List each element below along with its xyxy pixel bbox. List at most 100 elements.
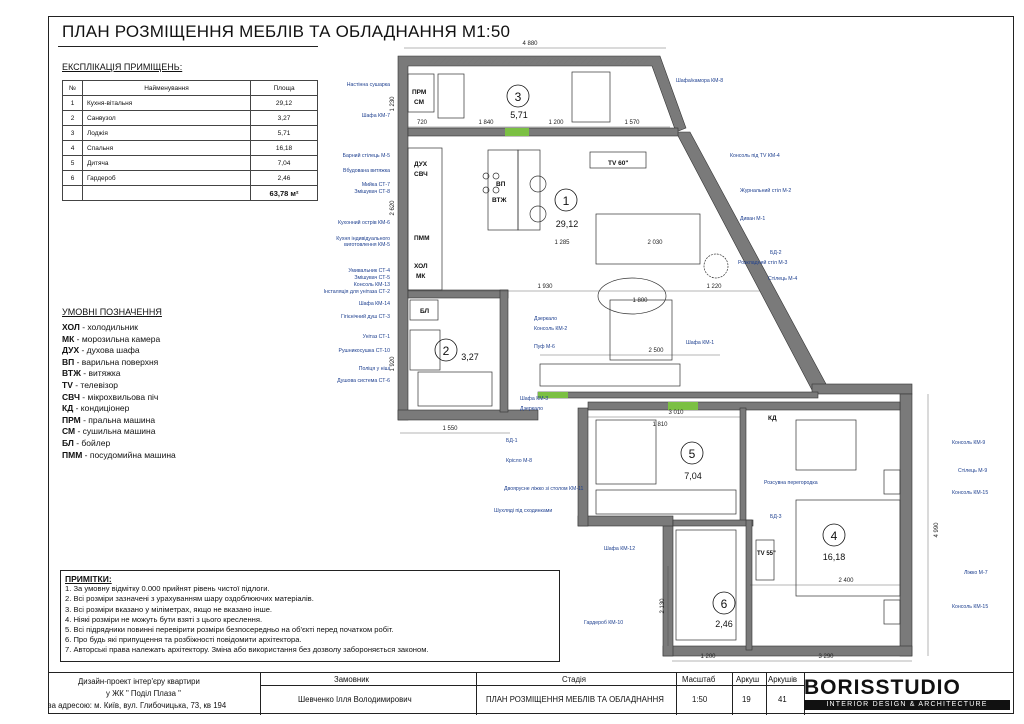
note-item: 7. Авторські права належать архітектору.… <box>65 645 429 655</box>
dim: 4 990 <box>934 522 940 538</box>
equipment-labels: ПРМ СМ ДУХ СВЧ ВП ВТЖ ПММ ХОЛ МК БЛ КД T… <box>412 89 777 557</box>
note-item: 2. Всі розміри зазначені з урахуванням ш… <box>65 594 314 604</box>
notes-title: ПРИМІТКИ: <box>65 574 112 584</box>
equip-mk: МК <box>416 273 425 280</box>
dim: 3 290 <box>818 654 834 660</box>
room-area: 16,18 <box>823 552 846 562</box>
callout: Стілець М-9 <box>958 468 987 474</box>
dim: 1 840 <box>478 120 494 126</box>
project-desc-1: Дизайн-проект інтер'єру квартири <box>78 677 200 686</box>
dim: 1 220 <box>706 284 722 290</box>
callout: Консоль КМ-15 <box>952 490 988 496</box>
table-total-row: 63,78 м² <box>62 185 318 201</box>
studio-logo: BORISSTUDIO INTERIOR DESIGN & ARCHITECTU… <box>804 676 1010 712</box>
dim: 1 550 <box>442 426 458 432</box>
callout: Шафа КМ-1 <box>686 340 714 346</box>
callout: Мийка СТ-7 <box>362 181 390 188</box>
callout: Розкладний стіл М-3 <box>738 259 787 266</box>
callouts-mid: Дзеркало Консоль КМ-2 Пуф М-6 Шафа КМ-1 … <box>494 316 714 626</box>
callout: виготовлення КМ-5 <box>344 242 390 248</box>
dim: 1 200 <box>548 120 564 126</box>
callout: Гардероб КМ-10 <box>584 620 623 626</box>
legend-item: СВЧ - мікрохвильова піч <box>62 391 159 402</box>
callout: Шафа КМ-3 <box>520 396 548 402</box>
callout: Консоль під TV КМ-4 <box>730 153 780 159</box>
room-number: 5 <box>689 447 696 461</box>
header-scale: Масштаб <box>682 675 716 684</box>
callout: Стілець М-4 <box>768 276 797 282</box>
dim: 3 010 <box>668 410 684 416</box>
room-number: 2 <box>443 344 450 358</box>
room-area: 5,71 <box>510 110 528 120</box>
legend-list: ХОЛ - холодильник МК - морозильна камера… <box>62 322 176 461</box>
callouts-right: Шафа/камора КМ-8 Консоль під TV КМ-4 Жур… <box>676 78 988 610</box>
explication-title: ЕКСПЛІКАЦІЯ ПРИМІЩЕНЬ: <box>62 62 183 72</box>
callout: Душова система СТ-6 <box>337 378 390 384</box>
sheets-value: 41 <box>778 695 787 704</box>
callout: Настінна сушарка <box>347 82 390 88</box>
logo-name: BORISSTUDIO <box>804 676 961 699</box>
legend-item: БЛ - бойлер <box>62 437 111 448</box>
stage-value: ПЛАН РОЗМІЩЕННЯ МЕБЛІВ ТА ОБЛАДНАННЯ <box>486 695 664 704</box>
callout: Барний стілець М-5 <box>343 152 390 159</box>
callout: БД-3 <box>770 514 782 520</box>
header-stage: Стадія <box>562 675 586 684</box>
note-item: 6. Про будь які припущення та розбіжност… <box>65 635 302 645</box>
callout: БД-1 <box>506 438 518 444</box>
title-block: Дизайн-проект інтер'єру квартири у ЖК " … <box>48 672 1014 715</box>
header-sheet: Аркуш <box>736 675 760 684</box>
callout: Рушникосушка СТ-10 <box>339 348 391 354</box>
callout: Унітаз СТ-1 <box>363 334 391 340</box>
callout: Дзеркало <box>534 316 557 322</box>
callout: Консоль КМ-15 <box>952 604 988 610</box>
callout: Шафа/камора КМ-8 <box>676 78 723 84</box>
room-area: 3,27 <box>461 352 479 362</box>
dim: 720 <box>417 120 428 126</box>
equip-kd: КД <box>768 415 777 422</box>
equip-pmm: ПММ <box>414 235 430 242</box>
callout: Крісло М-8 <box>506 458 532 464</box>
header-client: Замовник <box>334 675 369 684</box>
room-number: 3 <box>515 90 522 104</box>
legend-title: УМОВНІ ПОЗНАЧЕННЯ <box>62 307 162 317</box>
room-area: 7,04 <box>684 471 702 481</box>
callout: Шафа КМ-14 <box>359 301 390 307</box>
equip-vtzh: ВТЖ <box>492 197 507 204</box>
equip-dukh: ДУХ <box>414 161 428 168</box>
dim: 1 930 <box>537 284 553 290</box>
room-area: 29,12 <box>556 219 579 229</box>
logo-tagline: INTERIOR DESIGN & ARCHITECTURE <box>804 700 1010 710</box>
legend-item: ХОЛ - холодильник <box>62 322 138 332</box>
legend-item: ПММ - посудомийна машина <box>62 449 176 460</box>
dim-top: 4 880 <box>522 41 538 47</box>
callout: Умивальник СТ-4 <box>348 268 390 274</box>
equip-khol: ХОЛ <box>414 263 428 270</box>
notes-box: ПРИМІТКИ: 1. За умовну відмітку 0.000 пр… <box>60 570 560 662</box>
sheet-frame <box>48 16 1014 714</box>
room-number: 4 <box>831 529 838 543</box>
window-marks <box>505 128 698 410</box>
dimension-lines <box>400 47 929 662</box>
callout: Інсталяція для унітаза СТ-2 <box>324 289 391 295</box>
dim: 2 030 <box>647 240 663 246</box>
room-number: 6 <box>721 597 728 611</box>
project-desc-3: за адресою: м. Київ, вул. Глибочицька, 7… <box>48 701 227 710</box>
dimension-values: 4 880 720 1 840 1 200 1 570 1 930 1 800 … <box>390 41 940 660</box>
note-item: 4. Ніякі розміри не можуть бути взяті з … <box>65 614 263 624</box>
callout: Двоярусне ліжко зі столом КМ-11 <box>504 486 584 492</box>
header-sheets: Аркушів <box>768 675 798 684</box>
legend-item: ВТЖ - витяжка <box>62 368 121 379</box>
equip-vp: ВП <box>496 181 506 188</box>
callout: Пуф М-6 <box>534 344 555 350</box>
callout: Гігієнічний душ СТ-3 <box>341 313 390 320</box>
dim: 2 620 <box>390 200 396 216</box>
callout: Вбудована витяжка <box>343 168 390 174</box>
callout: Ліжко М-7 <box>964 570 988 576</box>
callout: Розсувна перегородка <box>764 480 818 486</box>
equip-svch: СВЧ <box>414 171 428 178</box>
callout: Консоль КМ-2 <box>534 326 567 332</box>
total-area: 63,78 м² <box>250 185 318 201</box>
